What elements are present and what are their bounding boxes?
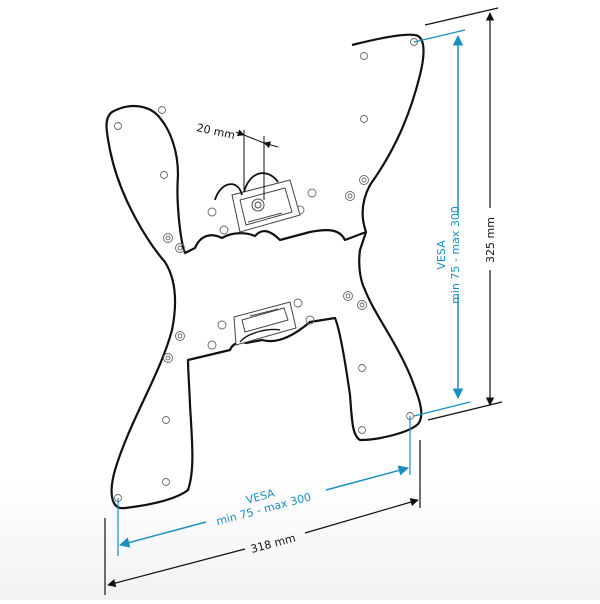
vesa-vertical-dimension: VESA min 75 - max 300 xyxy=(413,29,471,417)
vesa-vertical-title: VESA xyxy=(435,240,448,270)
upper-tilt-hinge xyxy=(214,172,301,233)
upper-left-arm-holes xyxy=(114,106,185,253)
width-label: 318 mm xyxy=(249,531,297,555)
vesa-vertical-range: min 75 - max 300 xyxy=(449,206,462,304)
lower-tilt-hinge xyxy=(233,301,297,346)
lower-left-arm-holes xyxy=(114,331,185,502)
center-plate-holes xyxy=(207,188,317,350)
bracket-outline xyxy=(105,33,425,510)
height-dimension: 325 mm xyxy=(424,7,503,421)
lower-right-arm-holes xyxy=(343,291,414,434)
tilt-gap-label: 20 mm xyxy=(195,121,236,142)
height-label: 325 mm xyxy=(484,217,497,263)
bracket xyxy=(105,33,425,510)
upper-right-arm-holes xyxy=(345,38,418,201)
